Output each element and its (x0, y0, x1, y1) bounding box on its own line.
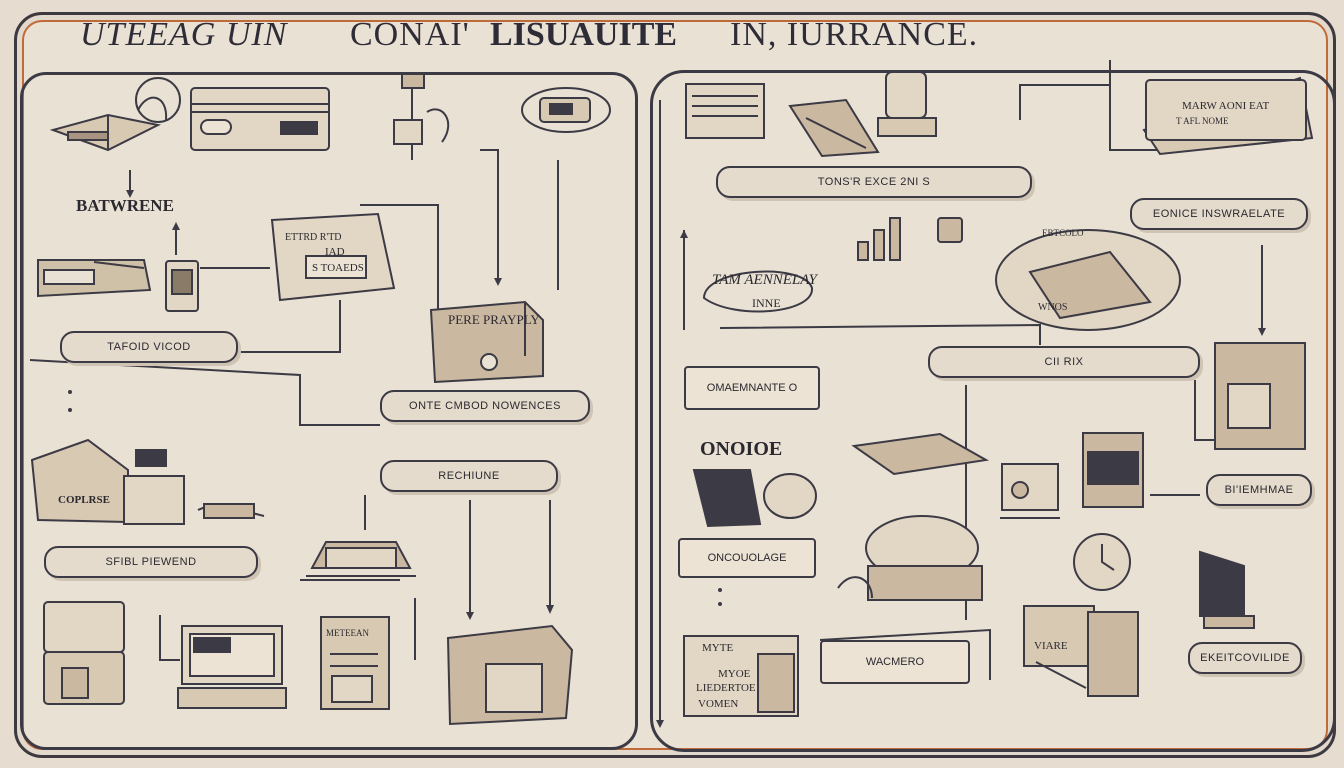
file-pile-icon (1016, 592, 1142, 704)
speech-subheading: INNE (752, 296, 781, 310)
mailbox-icon (518, 82, 614, 137)
left-panel (20, 72, 638, 750)
left-pill-3: RECHIUNE (380, 460, 558, 492)
stacked-documents-icon (680, 628, 802, 720)
safe-icon (1080, 430, 1146, 510)
circle-heading: EBTCOLO (1042, 228, 1084, 238)
clock-icon (1070, 530, 1134, 594)
left-heading: BATWRENE (76, 196, 174, 215)
chart-icon (852, 212, 912, 264)
clipboard-icon (318, 614, 392, 712)
right-pill-1: TONS'R EXCE 2NI S (716, 166, 1032, 198)
podium-icon (1184, 546, 1270, 632)
right-box-2: ONCOUOLAGE (678, 538, 816, 578)
section-heading: ONOIOE (700, 438, 783, 460)
report-card-icon (1140, 74, 1316, 156)
scanner-icon (185, 82, 333, 160)
title-part-4: IN, IURRANCE. (730, 16, 979, 53)
crate-label: PERE PRAYPLY (448, 312, 540, 327)
left-pill-1: TAFOID VICOD (60, 331, 238, 363)
stack-label-1: MYTE (702, 642, 734, 654)
right-box-3: WACMERO (820, 640, 970, 684)
building-icon (306, 528, 416, 582)
stack-of-papers-icon (684, 80, 774, 142)
page-title: UTEEAG UIN CONAI' LISUAUITE IN, IURRANCE… (80, 10, 1020, 60)
parcel-icon (425, 296, 550, 386)
title-part-3: LISUAUITE (490, 16, 678, 53)
bag-icon (936, 210, 964, 244)
right-pill-3: CII RIX (928, 346, 1200, 378)
typewriter-icon (832, 508, 988, 608)
laptop-icon (176, 622, 288, 712)
filing-cabinet-icon (40, 598, 128, 708)
title-part-1: UTEEAG UIN (80, 16, 288, 53)
right-pill-5: EKEITCOVILIDE (1188, 642, 1302, 674)
title-part-2: CONAI' (350, 16, 470, 53)
globe-circle-icon (990, 222, 1186, 334)
right-pill-2: EONICE INSWRAELATE (1130, 198, 1308, 230)
folder-icon (690, 462, 826, 530)
speech-bubble-icon (694, 258, 816, 324)
calculator-icon (442, 620, 576, 730)
card-subheading: T AFL NOME (1176, 116, 1229, 126)
stack-label-4: VOMEN (698, 698, 739, 710)
left-pill-4: SFIBL PIEWEND (44, 546, 258, 578)
left-pill-2: ONTE CMBOD NOWENCES (380, 390, 590, 422)
poster-label: METEEAN (326, 628, 369, 638)
card1-line2: IAD (325, 246, 345, 258)
envelope-icon (786, 96, 882, 158)
circle-subheading: WNOS (1038, 302, 1068, 313)
speech-heading: TAM AENNELAY (712, 272, 817, 288)
document-card-icon (268, 210, 400, 305)
stack-label-2: MYOE (718, 668, 751, 680)
desk-lamp-icon (876, 68, 952, 140)
printer-icon (48, 70, 181, 165)
card-heading: MARW AONI EAT (1182, 100, 1270, 112)
right-box-1: OMAEMNANTE O (684, 366, 820, 410)
stack-label-3: LIEDERTOE (696, 682, 756, 694)
sign-label: COPLRSE (58, 494, 110, 506)
ledger-icon (1212, 340, 1308, 452)
card1-line1: ETTRD R'TD (285, 232, 342, 243)
open-book-icon (850, 426, 990, 478)
right-pill-4: BI'IEMHMAE (1206, 474, 1312, 506)
pile-label: VIARE (1034, 640, 1068, 652)
fax-machine-icon (34, 240, 154, 302)
lamp-icon (382, 72, 462, 162)
phone-icon (163, 258, 201, 316)
card1-line3: S TOAEDS (312, 262, 364, 274)
right-panel (650, 70, 1336, 752)
house-icon (28, 430, 268, 530)
monitor-icon (998, 460, 1062, 522)
